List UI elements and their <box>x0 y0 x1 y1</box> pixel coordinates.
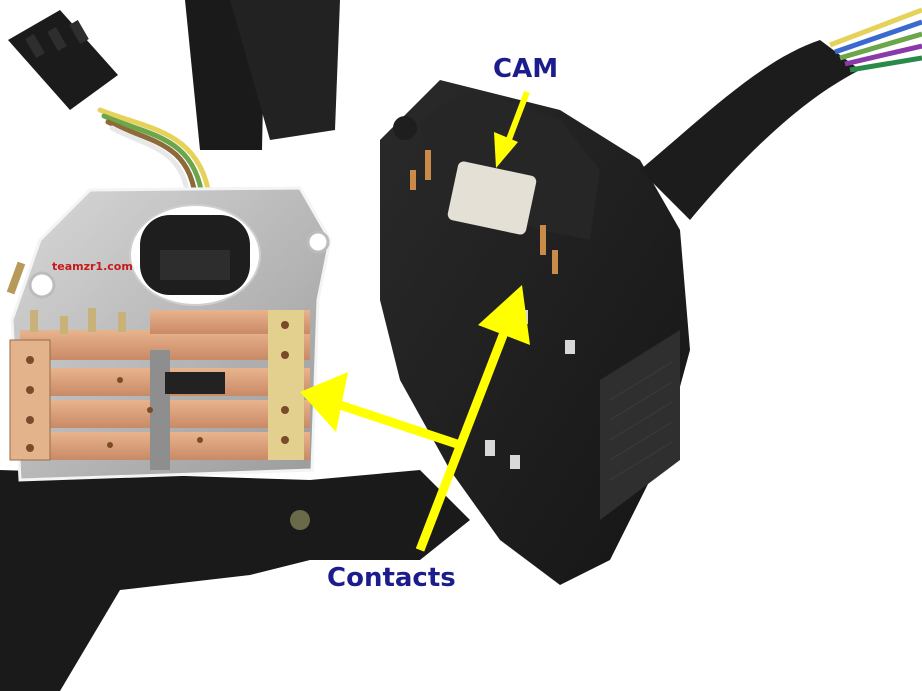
plate-socket <box>129 204 261 306</box>
wire-bundle <box>97 107 213 209</box>
cam-label: CAM <box>493 54 559 84</box>
loose-screw <box>6 261 26 295</box>
cam-arrow <box>494 90 530 168</box>
cable-harness <box>640 7 922 220</box>
wire-connector <box>8 10 118 110</box>
mounting-screw <box>290 510 310 530</box>
contacts-label: Contacts <box>327 563 456 593</box>
cam-piece <box>447 161 537 235</box>
watermark-text: teamzr1.com <box>52 260 133 273</box>
lower-housing <box>0 470 470 691</box>
contact-arrow-up <box>415 285 530 552</box>
upper-stalk <box>185 0 340 150</box>
copper-contacts <box>9 308 310 470</box>
contact-arrow-left <box>300 372 462 450</box>
